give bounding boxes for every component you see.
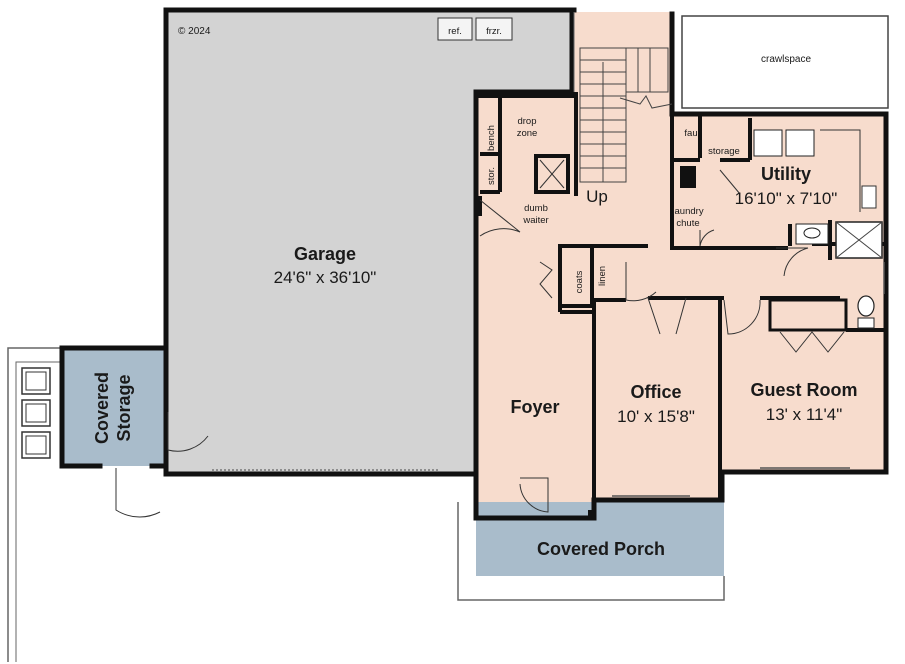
guest-closet [768, 298, 848, 332]
foyer-name: Foyer [510, 397, 559, 417]
dumb-waiter-line2: waiter [522, 215, 548, 226]
copyright: © 2024 [178, 26, 211, 37]
drop-zone-line1: drop [517, 116, 536, 127]
door-swings [115, 169, 845, 518]
crawlspace-label: crawlspace [761, 54, 811, 65]
ref-box [437, 17, 473, 41]
frzr-label: frzr. [486, 26, 502, 37]
laundry-chute-line2: chute [676, 218, 699, 229]
storage-label: storage [708, 146, 740, 157]
coats-label: coats [574, 270, 585, 293]
linen-label: linen [597, 266, 608, 286]
toilet [857, 295, 875, 317]
office-name: Office [630, 382, 681, 402]
frzr-box [475, 17, 513, 41]
washer [753, 129, 783, 157]
drop-zone-line2: zone [517, 128, 538, 139]
crawlspace-area [681, 15, 889, 109]
bench-label: bench [486, 125, 497, 151]
garage-name: Garage [294, 244, 356, 264]
covered-porch-area [476, 502, 724, 576]
dumb-waiter-line1: dumb [524, 203, 548, 214]
covered-porch-label: Covered Porch [537, 539, 665, 559]
windows [612, 262, 885, 497]
utility-dims: 16'10" x 7'10" [735, 189, 838, 208]
porch-slab [457, 502, 725, 601]
living-floor [476, 12, 888, 516]
utility-sink [861, 185, 877, 209]
covered-storage-line2: Storage [114, 374, 134, 441]
ref-label: ref. [448, 26, 462, 37]
dumb-waiter-shaft [539, 159, 565, 189]
stairs-up-label: Up [586, 187, 608, 206]
site-line-left [7, 347, 62, 662]
sink [803, 227, 821, 239]
vanity [795, 223, 829, 245]
dryer [785, 129, 815, 157]
office-dims: 10' x 15'8" [617, 407, 695, 426]
fau-unit [680, 166, 696, 188]
interior-walls [476, 92, 886, 518]
covered-storage-line1: Covered [92, 372, 112, 444]
site-line-inner [15, 361, 62, 662]
guest-room-dims: 13' x 11'4" [766, 405, 842, 424]
covered-storage-area [62, 348, 166, 466]
guest-room-name: Guest Room [750, 380, 857, 400]
stairs [579, 47, 673, 183]
utility-name: Utility [761, 164, 811, 184]
garage-dims: 24'6" x 36'10" [274, 268, 377, 287]
stor-label: stor. [486, 167, 497, 185]
fau-label: fau [684, 128, 697, 139]
laundry-chute-line1: laundry [672, 206, 703, 217]
